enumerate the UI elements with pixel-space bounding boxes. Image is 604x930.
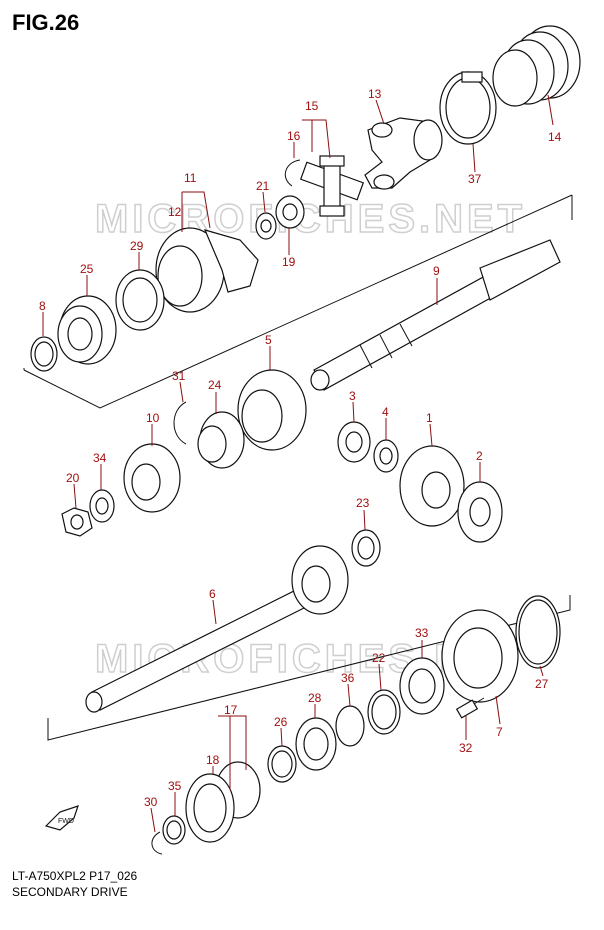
callout-13[interactable]: 13 — [368, 87, 382, 101]
part-17-coupling — [185, 761, 261, 843]
callout-30[interactable]: 30 — [144, 795, 158, 809]
callout-36[interactable]: 36 — [341, 671, 355, 685]
callout-24[interactable]: 24 — [208, 378, 222, 392]
callout-16[interactable]: 16 — [287, 129, 301, 143]
upper-group-frame — [23, 194, 573, 409]
part-8-snap-ring — [30, 336, 58, 372]
part-24-hub — [197, 411, 245, 469]
part-7-bearing-housing — [441, 609, 519, 703]
callout-35[interactable]: 35 — [168, 779, 182, 793]
callout-31[interactable]: 31 — [172, 369, 186, 383]
fwd-label: FWD — [58, 818, 74, 825]
callout-12[interactable]: 12 — [168, 205, 182, 219]
part-20-nut — [61, 507, 93, 537]
part-23-needle-bearing — [351, 529, 381, 567]
callout-32[interactable]: 32 — [459, 741, 473, 755]
part-37-band — [439, 71, 497, 145]
figure-title: FIG.26 — [12, 10, 80, 35]
part-25-bearing — [57, 295, 117, 365]
callout-2[interactable]: 2 — [476, 449, 483, 463]
callout-6[interactable]: 6 — [209, 587, 216, 601]
part-19-nut — [275, 195, 305, 229]
callout-3[interactable]: 3 — [349, 389, 356, 403]
part-16-circlip — [284, 159, 301, 187]
part-33-bearing — [399, 657, 445, 715]
callout-28[interactable]: 28 — [308, 691, 322, 705]
part-13-yoke — [364, 117, 443, 190]
part-11-flange — [155, 227, 259, 313]
callout-20[interactable]: 20 — [66, 471, 80, 485]
callout-26[interactable]: 26 — [274, 715, 288, 729]
part-10-gear — [123, 443, 181, 513]
callout-11[interactable]: 11 — [184, 171, 197, 185]
part-29-oil-seal — [115, 269, 165, 331]
callout-19[interactable]: 19 — [282, 255, 296, 269]
callout-4[interactable]: 4 — [382, 405, 389, 419]
part-6-drive-shaft — [85, 545, 349, 713]
footer: LT-A750XPL2 P17_026 SECONDARY DRIVE — [12, 868, 137, 900]
callout-9[interactable]: 9 — [433, 264, 440, 278]
callout-25[interactable]: 25 — [80, 262, 94, 276]
part-36-circlip — [335, 705, 365, 747]
lower-group-frame — [47, 595, 571, 741]
section-name: SECONDARY DRIVE — [12, 885, 128, 899]
model-code: LT-A750XPL2 P17_026 — [12, 869, 138, 883]
callout-29[interactable]: 29 — [130, 239, 144, 253]
callout-10[interactable]: 10 — [146, 411, 160, 425]
part-3-nut — [337, 421, 371, 463]
callout-23[interactable]: 23 — [356, 496, 370, 510]
part-5-bevel-gear — [237, 369, 307, 451]
callout-18[interactable]: 18 — [206, 753, 220, 767]
part-31-circlip — [173, 401, 187, 445]
callout-labels: 14 37 13 15 16 21 19 11 12 29 25 8 9 5 2… — [39, 87, 562, 809]
callout-8[interactable]: 8 — [39, 299, 46, 313]
callout-17[interactable]: 17 — [224, 703, 238, 717]
callout-21[interactable]: 21 — [256, 179, 270, 193]
callout-5[interactable]: 5 — [265, 333, 272, 347]
callout-22[interactable]: 22 — [372, 651, 386, 665]
part-1-bevel-gear — [399, 445, 465, 527]
fwd-arrow-icon: FWD — [44, 805, 79, 831]
callout-34[interactable]: 34 — [93, 451, 107, 465]
callout-1[interactable]: 1 — [426, 411, 433, 425]
part-28-oil-seal — [295, 717, 337, 771]
callout-27[interactable]: 27 — [535, 677, 549, 691]
part-30-circlip — [151, 831, 163, 855]
part-9-shaft — [310, 239, 561, 391]
watermark-top: MICROFICHES.NET — [95, 197, 526, 241]
part-15-cross-joint — [299, 155, 365, 217]
callout-14[interactable]: 14 — [548, 130, 562, 144]
part-32-bolt — [455, 697, 485, 719]
callout-37[interactable]: 37 — [468, 172, 482, 186]
callout-7[interactable]: 7 — [496, 725, 503, 739]
callout-33[interactable]: 33 — [415, 626, 429, 640]
callout-15[interactable]: 15 — [305, 99, 319, 113]
part-14-boot — [492, 25, 581, 107]
leader-lines — [42, 94, 554, 833]
